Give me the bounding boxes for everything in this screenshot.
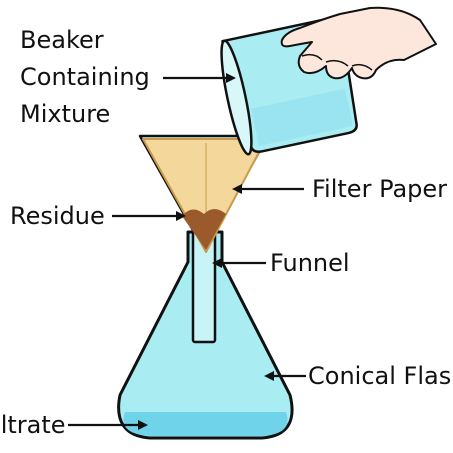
label-residue: Residue [10,202,105,230]
label-filter-paper: Filter Paper [312,175,448,203]
label-filtrate: Filtrate [0,411,66,439]
residue [182,209,226,250]
filter-paper [142,138,267,253]
leader-lines [68,76,306,427]
hand [280,6,437,80]
label-beaker-line1: Beaker [20,26,104,54]
label-beaker-line2: Containing [20,63,150,91]
label-funnel: Funnel [270,249,350,277]
filtrate-liquid [123,412,288,436]
arrowheads [138,73,274,430]
finger-creases [301,53,373,71]
label-beaker-line3: Mixture [20,100,111,128]
label-conical-flask: Conical Flask [308,362,453,390]
